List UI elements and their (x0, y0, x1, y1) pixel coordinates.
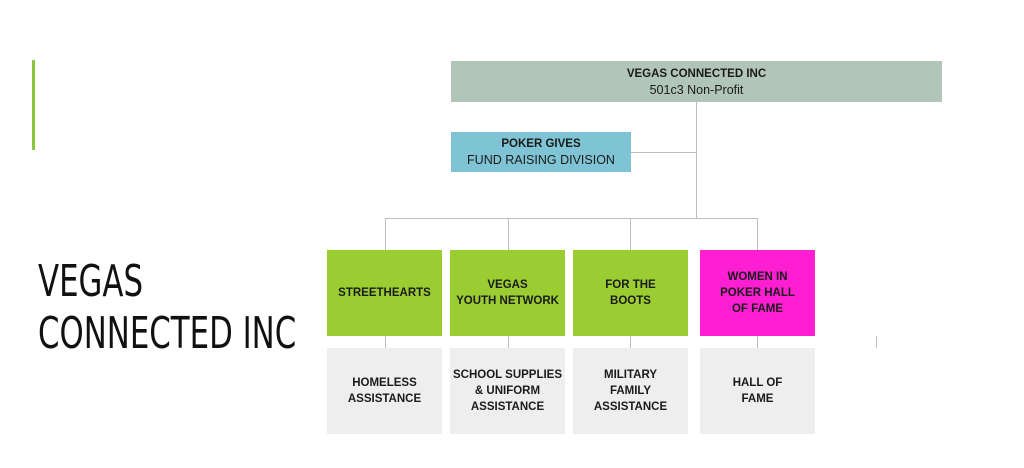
unit-label-line: STREETHEARTS (338, 287, 431, 299)
desc-line: ASSISTANCE (593, 401, 668, 413)
org-node-poker-gives: POKER GIVES FUND RAISING DIVISION (451, 132, 631, 172)
unit-label-line: WOMEN IN (727, 271, 788, 283)
org-node-vegas-youth-network: VEGAS YOUTH NETWORK (450, 250, 565, 336)
unit-label-line: VEGAS (487, 279, 528, 291)
org-node-title: VEGAS CONNECTED INC (626, 67, 767, 80)
org-node-title: POKER GIVES (501, 138, 581, 150)
unit-label-line: BOOTS (610, 295, 651, 307)
unit-label-line: OF FAME (731, 303, 784, 315)
org-node-subtitle: FUND RAISING DIVISION (467, 153, 615, 167)
accent-bar (32, 60, 35, 150)
desc-military-family: MILITARY FAMILY ASSISTANCE (573, 348, 688, 434)
connector-trunk (696, 102, 697, 218)
desc-line: ASSISTANCE (347, 393, 422, 405)
connector-units-bus (385, 218, 758, 219)
connector-unit-2 (508, 218, 509, 250)
desc-line: MILITARY (603, 369, 658, 381)
slide-title-line-2: CONNECTED INC (38, 308, 297, 359)
unit-label-line: YOUTH NETWORK (456, 295, 559, 307)
org-node-streethearts: STREETHEARTS (327, 250, 442, 336)
connector-unit-1 (385, 218, 386, 250)
connector-desc-3 (630, 336, 631, 348)
org-node-subtitle: 501c3 Non-Profit (649, 82, 744, 97)
desc-line: ASSISTANCE (470, 401, 545, 413)
desc-line: HALL OF (732, 377, 783, 389)
connector-desc-1 (385, 336, 386, 348)
slide-title: VEGAS CONNECTED INC (38, 256, 296, 360)
desc-line: FAME (741, 393, 774, 405)
desc-line: FAMILY (609, 385, 652, 397)
desc-line: & UNIFORM (474, 385, 541, 397)
desc-line: SCHOOL SUPPLIES (452, 369, 563, 381)
desc-homeless-assistance: HOMELESS ASSISTANCE (327, 348, 442, 434)
slide-title-line-1: VEGAS (38, 256, 144, 307)
unit-label-line: POKER HALL (720, 287, 795, 299)
connector-unit-4 (757, 218, 758, 250)
connector-desc-4 (757, 336, 758, 348)
unit-label-line: FOR THE (605, 279, 656, 291)
connector-desc-2 (508, 336, 509, 348)
stray-tick (876, 336, 877, 348)
desc-school-supplies: SCHOOL SUPPLIES & UNIFORM ASSISTANCE (450, 348, 565, 434)
connector-unit-3 (630, 218, 631, 250)
org-node-for-the-boots: FOR THE BOOTS (573, 250, 688, 336)
connector-fund-branch (631, 152, 697, 153)
desc-line: HOMELESS (352, 377, 417, 389)
desc-hall-of-fame: HALL OF FAME (700, 348, 815, 434)
org-node-women-in-poker-hall-of-fame: WOMEN IN POKER HALL OF FAME (700, 250, 815, 336)
org-node-vegas-connected: VEGAS CONNECTED INC 501c3 Non-Profit (451, 61, 942, 102)
